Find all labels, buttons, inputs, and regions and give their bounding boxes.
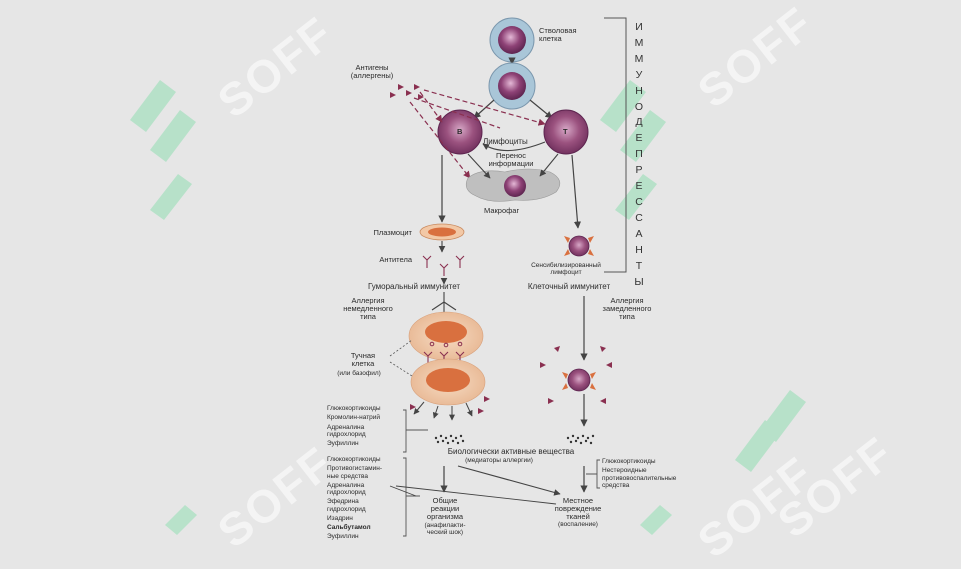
drug-item: Сальбутамол — [327, 524, 371, 532]
t-cell-letter: T — [563, 127, 568, 136]
drug-item: Глюкокортикоиды — [327, 456, 381, 463]
drug-item: Эуфиллин — [327, 532, 359, 540]
drug-item: Нестероидные противовоспалительные средс… — [602, 467, 677, 489]
macrophage-label: Макрофаг — [484, 206, 520, 215]
stem-cell-label: Стволовая клетка — [539, 26, 577, 43]
sensitized-label: Сенсибилизированный лимфоцит — [531, 262, 601, 276]
antibody-shapes — [422, 255, 465, 276]
immunosuppressants-bracket — [604, 17, 627, 273]
humoral-immunity-label: Гуморальный иммунитет — [367, 282, 461, 291]
general-reactions-label: Общие реакции организма — [426, 496, 464, 521]
drug-item: Противогистамин- ные средства — [327, 465, 382, 480]
drug-item: Кромолин-натрий — [327, 414, 381, 422]
b-lymphocyte — [437, 109, 483, 155]
sensitized-lymphocyte — [564, 235, 594, 257]
immunity-diagram: SOFF SOFF SOFF SOFF SOFF И М М У Н О Д Е… — [130, 0, 903, 568]
bioactive-label: Биологически активные вещества — [447, 447, 575, 456]
lymphocytes-label: Лимфоциты — [483, 137, 528, 146]
drug-item: Адреналина гидрохлорид — [327, 481, 366, 497]
drugs-right-list: Глюкокортикоиды Нестероидные противовосп… — [602, 458, 676, 489]
immunosuppressants-label: И М М У Н О Д Е П Р Е С С А Н Т Ы — [634, 21, 644, 288]
local-damage-label: Местное повреждение тканей — [554, 496, 602, 521]
antigens-label: Антигены (аллергены) — [350, 63, 394, 80]
watermark-marks — [130, 80, 806, 535]
antigen-dashed-arrows — [409, 89, 546, 179]
cellular-immunity-label: Клеточный иммунитет — [527, 282, 611, 291]
b-cell-letter: B — [457, 127, 463, 136]
antibodies-label: Антитела — [379, 255, 412, 264]
bioactive-dots-right — [566, 434, 595, 445]
shock-label: (анафилакти- ческий шок) — [424, 522, 466, 536]
basophil-label: (или базофил) — [337, 370, 381, 377]
bioactive-dots-left — [434, 434, 465, 445]
drug-item: Изадрин — [327, 515, 353, 523]
delayed-type-cell — [562, 368, 596, 392]
plasmocyte-label: Плазмоцит — [373, 228, 412, 237]
drugs-top-list: Глюкокортикоиды Кромолин-натрий Адренали… — [327, 405, 381, 447]
drugs-bottom-bracket — [403, 457, 420, 537]
drugs-bottom-list: Глюкокортикоиды Противогистамин- ные сре… — [327, 456, 382, 540]
drug-item: Эфедрина гидрохлорид — [327, 498, 366, 513]
drugs-top-bracket — [403, 409, 428, 453]
drug-item: Глюкокортикоиды — [602, 458, 656, 465]
allergy-immediate-label: Аллергия немедленного типа — [343, 296, 393, 321]
t-lymphocyte — [543, 109, 589, 155]
mast-cell-label: Тучная клетка — [350, 351, 376, 368]
inflammation-label: (воспаление) — [558, 521, 598, 528]
mediators-label: (медиаторы аллергии) — [465, 457, 533, 464]
allergy-delayed-label: Аллергия замедленного типа — [602, 296, 652, 321]
diagram-graphics — [130, 17, 806, 537]
drug-item: Эуфиллин — [327, 440, 359, 448]
drug-item: Глюкокортикоиды — [327, 405, 381, 412]
info-transfer-label: Перенос информации — [488, 151, 534, 168]
drug-item: Адреналина гидрохлорид — [327, 423, 366, 438]
drugs-right-bracket — [586, 459, 600, 489]
